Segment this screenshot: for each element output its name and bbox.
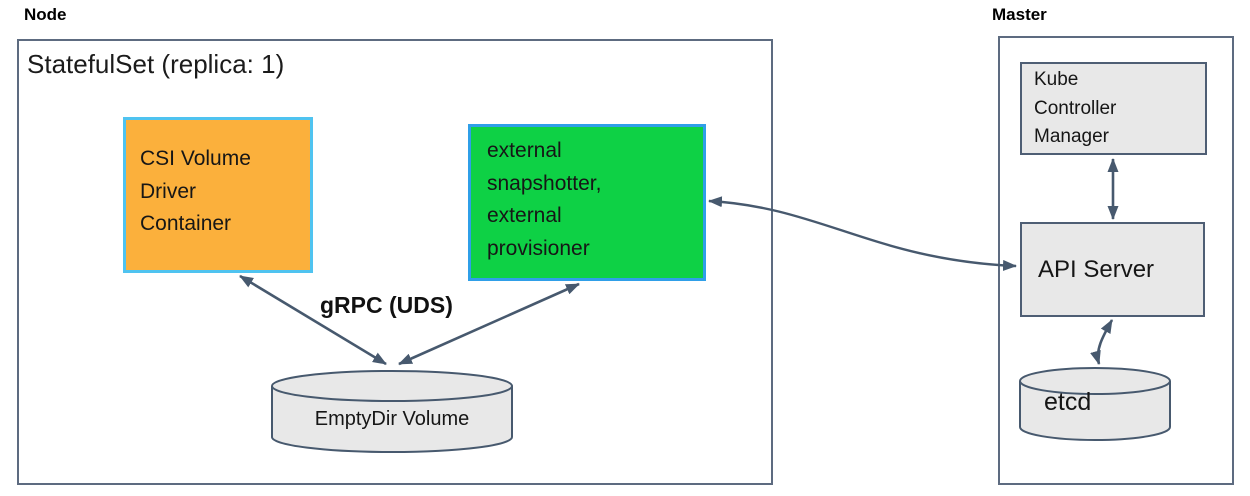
emptydir-volume-label: EmptyDir Volume	[314, 408, 470, 430]
kube-controller-manager-box: Kube Controller Manager	[1020, 62, 1207, 155]
external-snapshotter-provisioner-box: external snapshotter, external provision…	[468, 124, 706, 281]
node-group-label: Node	[24, 5, 67, 24]
kube-controller-manager-label: Kube Controller Manager	[1034, 69, 1117, 147]
grpc-uds-label: gRPC (UDS)	[320, 292, 453, 318]
statefulset-title: StatefulSet (replica: 1)	[27, 49, 285, 79]
csi-volume-driver-container-box: CSI Volume Driver Container	[123, 117, 313, 273]
master-group-label: Master	[992, 5, 1047, 24]
api-server-box: API Server	[1020, 222, 1205, 317]
csi-volume-driver-container-label: CSI Volume Driver Container	[140, 147, 251, 236]
api-server-label: API Server	[1038, 255, 1155, 283]
etcd-label: etcd	[1044, 388, 1092, 416]
external-snapshotter-provisioner-label: external snapshotter, external provision…	[487, 139, 602, 260]
